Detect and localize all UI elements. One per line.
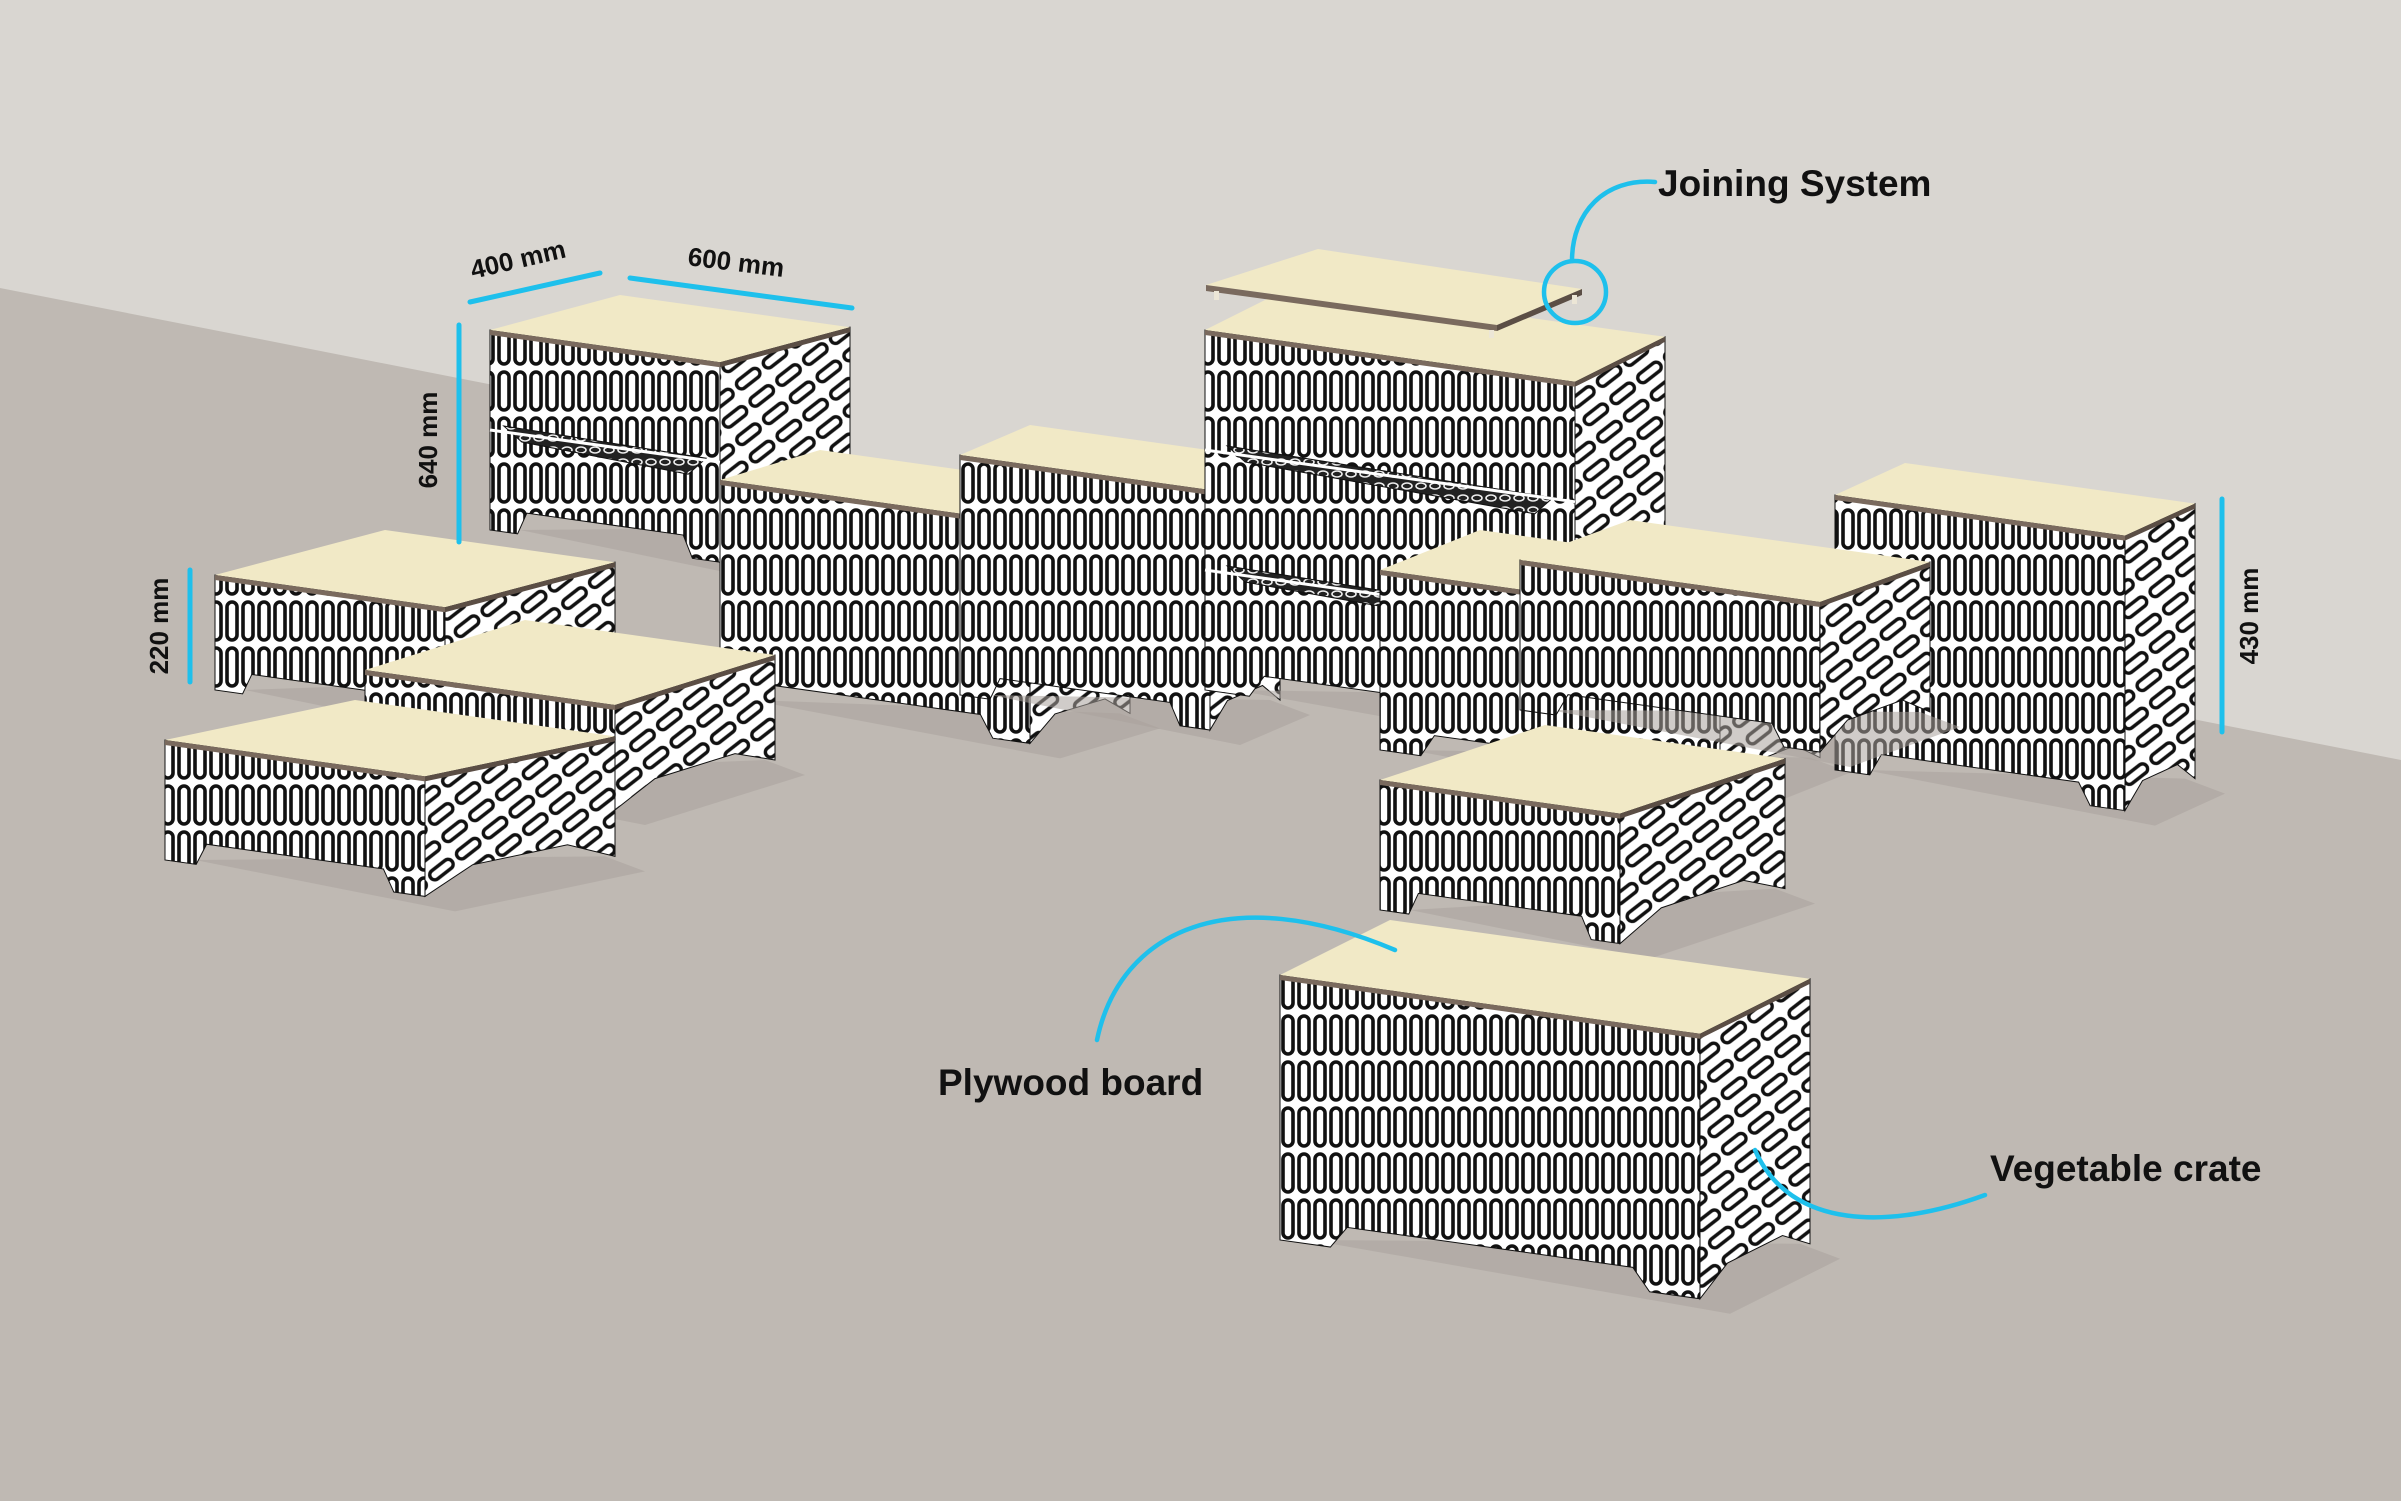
- crate-module: [1379, 725, 1815, 959]
- depth-dimension-line: [467, 270, 603, 305]
- mid-height-label: 430 mm: [2234, 568, 2264, 665]
- plywood-board-leader: [1094, 915, 1398, 1043]
- crate-module: [1519, 520, 1960, 767]
- joining-system-label: Joining System: [1658, 163, 1931, 204]
- crate-module: [164, 700, 645, 912]
- vegetable-crate-label: Vegetable crate: [1990, 1148, 2261, 1189]
- tall-height-label: 640 mm: [413, 392, 443, 489]
- callout-leaders: [1094, 179, 1988, 1220]
- vegetable-crate-leader: [1752, 1147, 1988, 1220]
- dimension-markers: [187, 270, 2225, 735]
- loose-plywood-board: [1206, 249, 1582, 338]
- joining-system-leader: [1569, 179, 1658, 264]
- joining-system-marker: [1541, 258, 1609, 326]
- crate-group: [164, 285, 2225, 1314]
- low-height-label: 220 mm: [144, 578, 174, 675]
- crate-module: [1279, 920, 1840, 1314]
- plywood-board-label: Plywood board: [938, 1062, 1203, 1103]
- width-dimension-line: [627, 275, 855, 311]
